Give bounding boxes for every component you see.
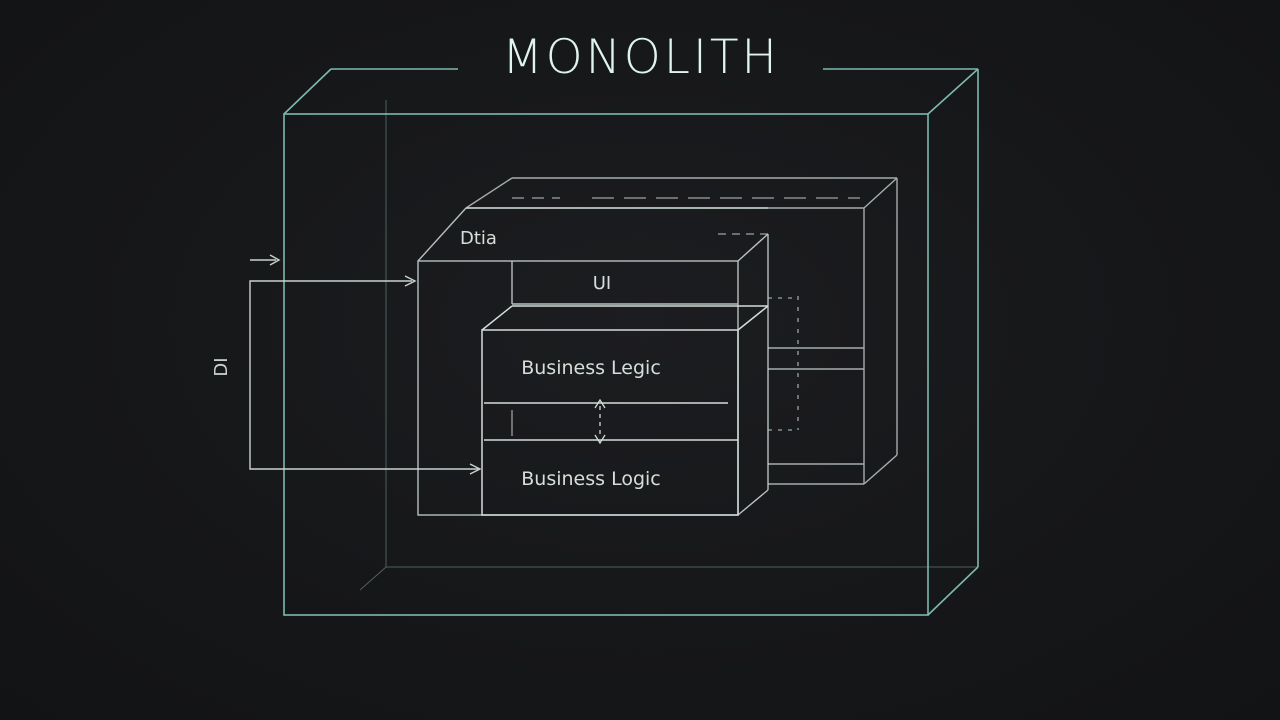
label-business-logic-bottom: Business Logic <box>521 468 661 490</box>
logic-arrow-head-up <box>594 398 606 409</box>
front-box-top-right-connector <box>737 305 769 331</box>
middle-box-top-left-connector <box>417 207 467 262</box>
back-box-top-left-connector <box>465 177 513 209</box>
back-layer-box <box>465 177 898 485</box>
arrow-head-to-middle <box>404 275 417 287</box>
back-layer-dashes <box>512 197 860 431</box>
label-ui: UI <box>593 273 611 294</box>
arrow-head-to-front <box>469 463 482 475</box>
outer-monolith-box <box>283 68 979 616</box>
middle-box-bottom-right-connector <box>737 489 769 516</box>
outer-connector-bottom-left <box>359 566 387 591</box>
back-box-bottom-right-connector <box>863 454 898 485</box>
outer-connector-bottom-right <box>927 566 979 616</box>
label-business-logic-top: Business Legic <box>521 357 661 379</box>
label-data: Dtia <box>460 228 497 249</box>
label-side: DI <box>211 357 232 376</box>
logic-connection-arrow <box>594 398 606 445</box>
logic-arrow-head-down <box>594 434 606 445</box>
front-box-front-face <box>481 329 739 516</box>
front-box-top-left-connector <box>481 305 513 331</box>
left-connectors <box>249 254 482 475</box>
outer-front-face <box>283 113 929 616</box>
diagram-title: MONOLITH <box>502 30 780 85</box>
outer-connector-top-left <box>283 68 332 115</box>
outer-connector-top-right <box>927 68 979 115</box>
middle-box-top-right-connector <box>737 233 769 262</box>
entry-arrow-head <box>269 254 281 266</box>
front-box <box>481 305 769 516</box>
bracket-path <box>249 280 478 470</box>
outer-back-edges <box>359 100 978 591</box>
back-box-top-right-connector <box>863 177 898 209</box>
